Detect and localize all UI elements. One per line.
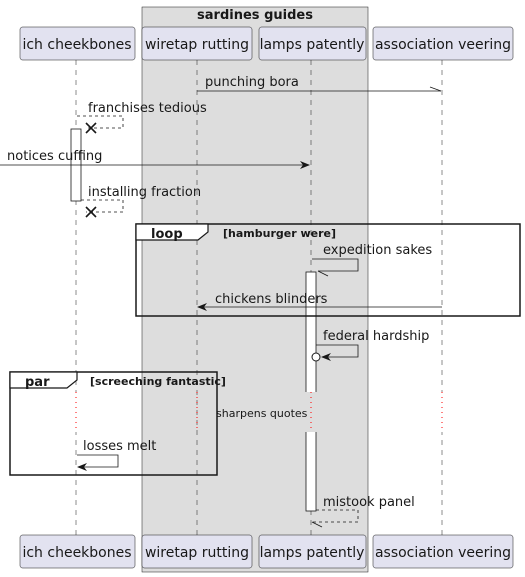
message-losses-melt: losses melt bbox=[77, 439, 156, 471]
message-franchises-tedious: franchises tedious bbox=[77, 101, 207, 134]
participant-association-veering-top[interactable]: association veering bbox=[372, 26, 514, 61]
message-installing-fraction: installing fraction bbox=[81, 185, 201, 218]
delay-section: sharpens quotes bbox=[75, 392, 443, 432]
participant-lamps-patently-bottom[interactable]: lamps patently bbox=[258, 534, 367, 569]
svg-text:wiretap rutting: wiretap rutting bbox=[145, 545, 249, 561]
participant-ich-cheekbones-top[interactable]: ich cheekbones bbox=[19, 26, 136, 61]
message-chickens-blinders: chickens blinders bbox=[197, 292, 442, 311]
participant-group-box: sardines guides bbox=[141, 6, 369, 573]
activation-lamps-patently bbox=[305, 271, 317, 512]
message-punching-bora: punching bora bbox=[197, 75, 442, 92]
svg-text:notices cuffing: notices cuffing bbox=[7, 149, 102, 164]
svg-text:association veering: association veering bbox=[375, 37, 511, 53]
group-title: sardines guides bbox=[197, 8, 313, 23]
svg-text:ich cheekbones: ich cheekbones bbox=[22, 545, 131, 561]
loop-fragment: loop [hamburger were] bbox=[135, 223, 521, 317]
message-expedition-sakes: expedition sakes bbox=[312, 243, 432, 277]
svg-text:losses melt: losses melt bbox=[83, 439, 156, 454]
svg-text:installing fraction: installing fraction bbox=[88, 185, 201, 200]
svg-text:mistook panel: mistook panel bbox=[323, 495, 415, 510]
message-notices-cuffing: notices cuffing bbox=[0, 149, 310, 169]
message-mistook-panel: mistook panel bbox=[311, 495, 415, 528]
participant-wiretap-rutting-top[interactable]: wiretap rutting bbox=[141, 26, 253, 61]
delay-label: sharpens quotes bbox=[216, 407, 308, 420]
par-fragment: par [screeching fantastic] bbox=[9, 371, 226, 476]
message-federal-hardship: federal hardship bbox=[311, 329, 429, 362]
svg-text:lamps patently: lamps patently bbox=[260, 37, 365, 53]
participant-ich-cheekbones-bottom[interactable]: ich cheekbones bbox=[19, 534, 136, 569]
svg-text:chickens blinders: chickens blinders bbox=[215, 292, 328, 307]
svg-text:expedition sakes: expedition sakes bbox=[323, 243, 432, 258]
loop-keyword: loop bbox=[151, 227, 183, 242]
participant-association-veering-bottom[interactable]: association veering bbox=[372, 534, 514, 569]
svg-text:franchises tedious: franchises tedious bbox=[88, 101, 207, 116]
svg-text:lamps patently: lamps patently bbox=[260, 545, 365, 561]
participant-lamps-patently-top[interactable]: lamps patently bbox=[258, 26, 367, 61]
par-guard: [screeching fantastic] bbox=[90, 375, 226, 388]
svg-text:punching bora: punching bora bbox=[205, 75, 299, 90]
loop-guard: [hamburger were] bbox=[223, 227, 336, 240]
svg-text:association veering: association veering bbox=[375, 545, 511, 561]
par-keyword: par bbox=[25, 375, 50, 390]
svg-text:federal hardship: federal hardship bbox=[323, 329, 429, 344]
svg-text:wiretap rutting: wiretap rutting bbox=[145, 37, 249, 53]
participant-wiretap-rutting-bottom[interactable]: wiretap rutting bbox=[141, 534, 253, 569]
svg-text:ich cheekbones: ich cheekbones bbox=[22, 37, 131, 53]
